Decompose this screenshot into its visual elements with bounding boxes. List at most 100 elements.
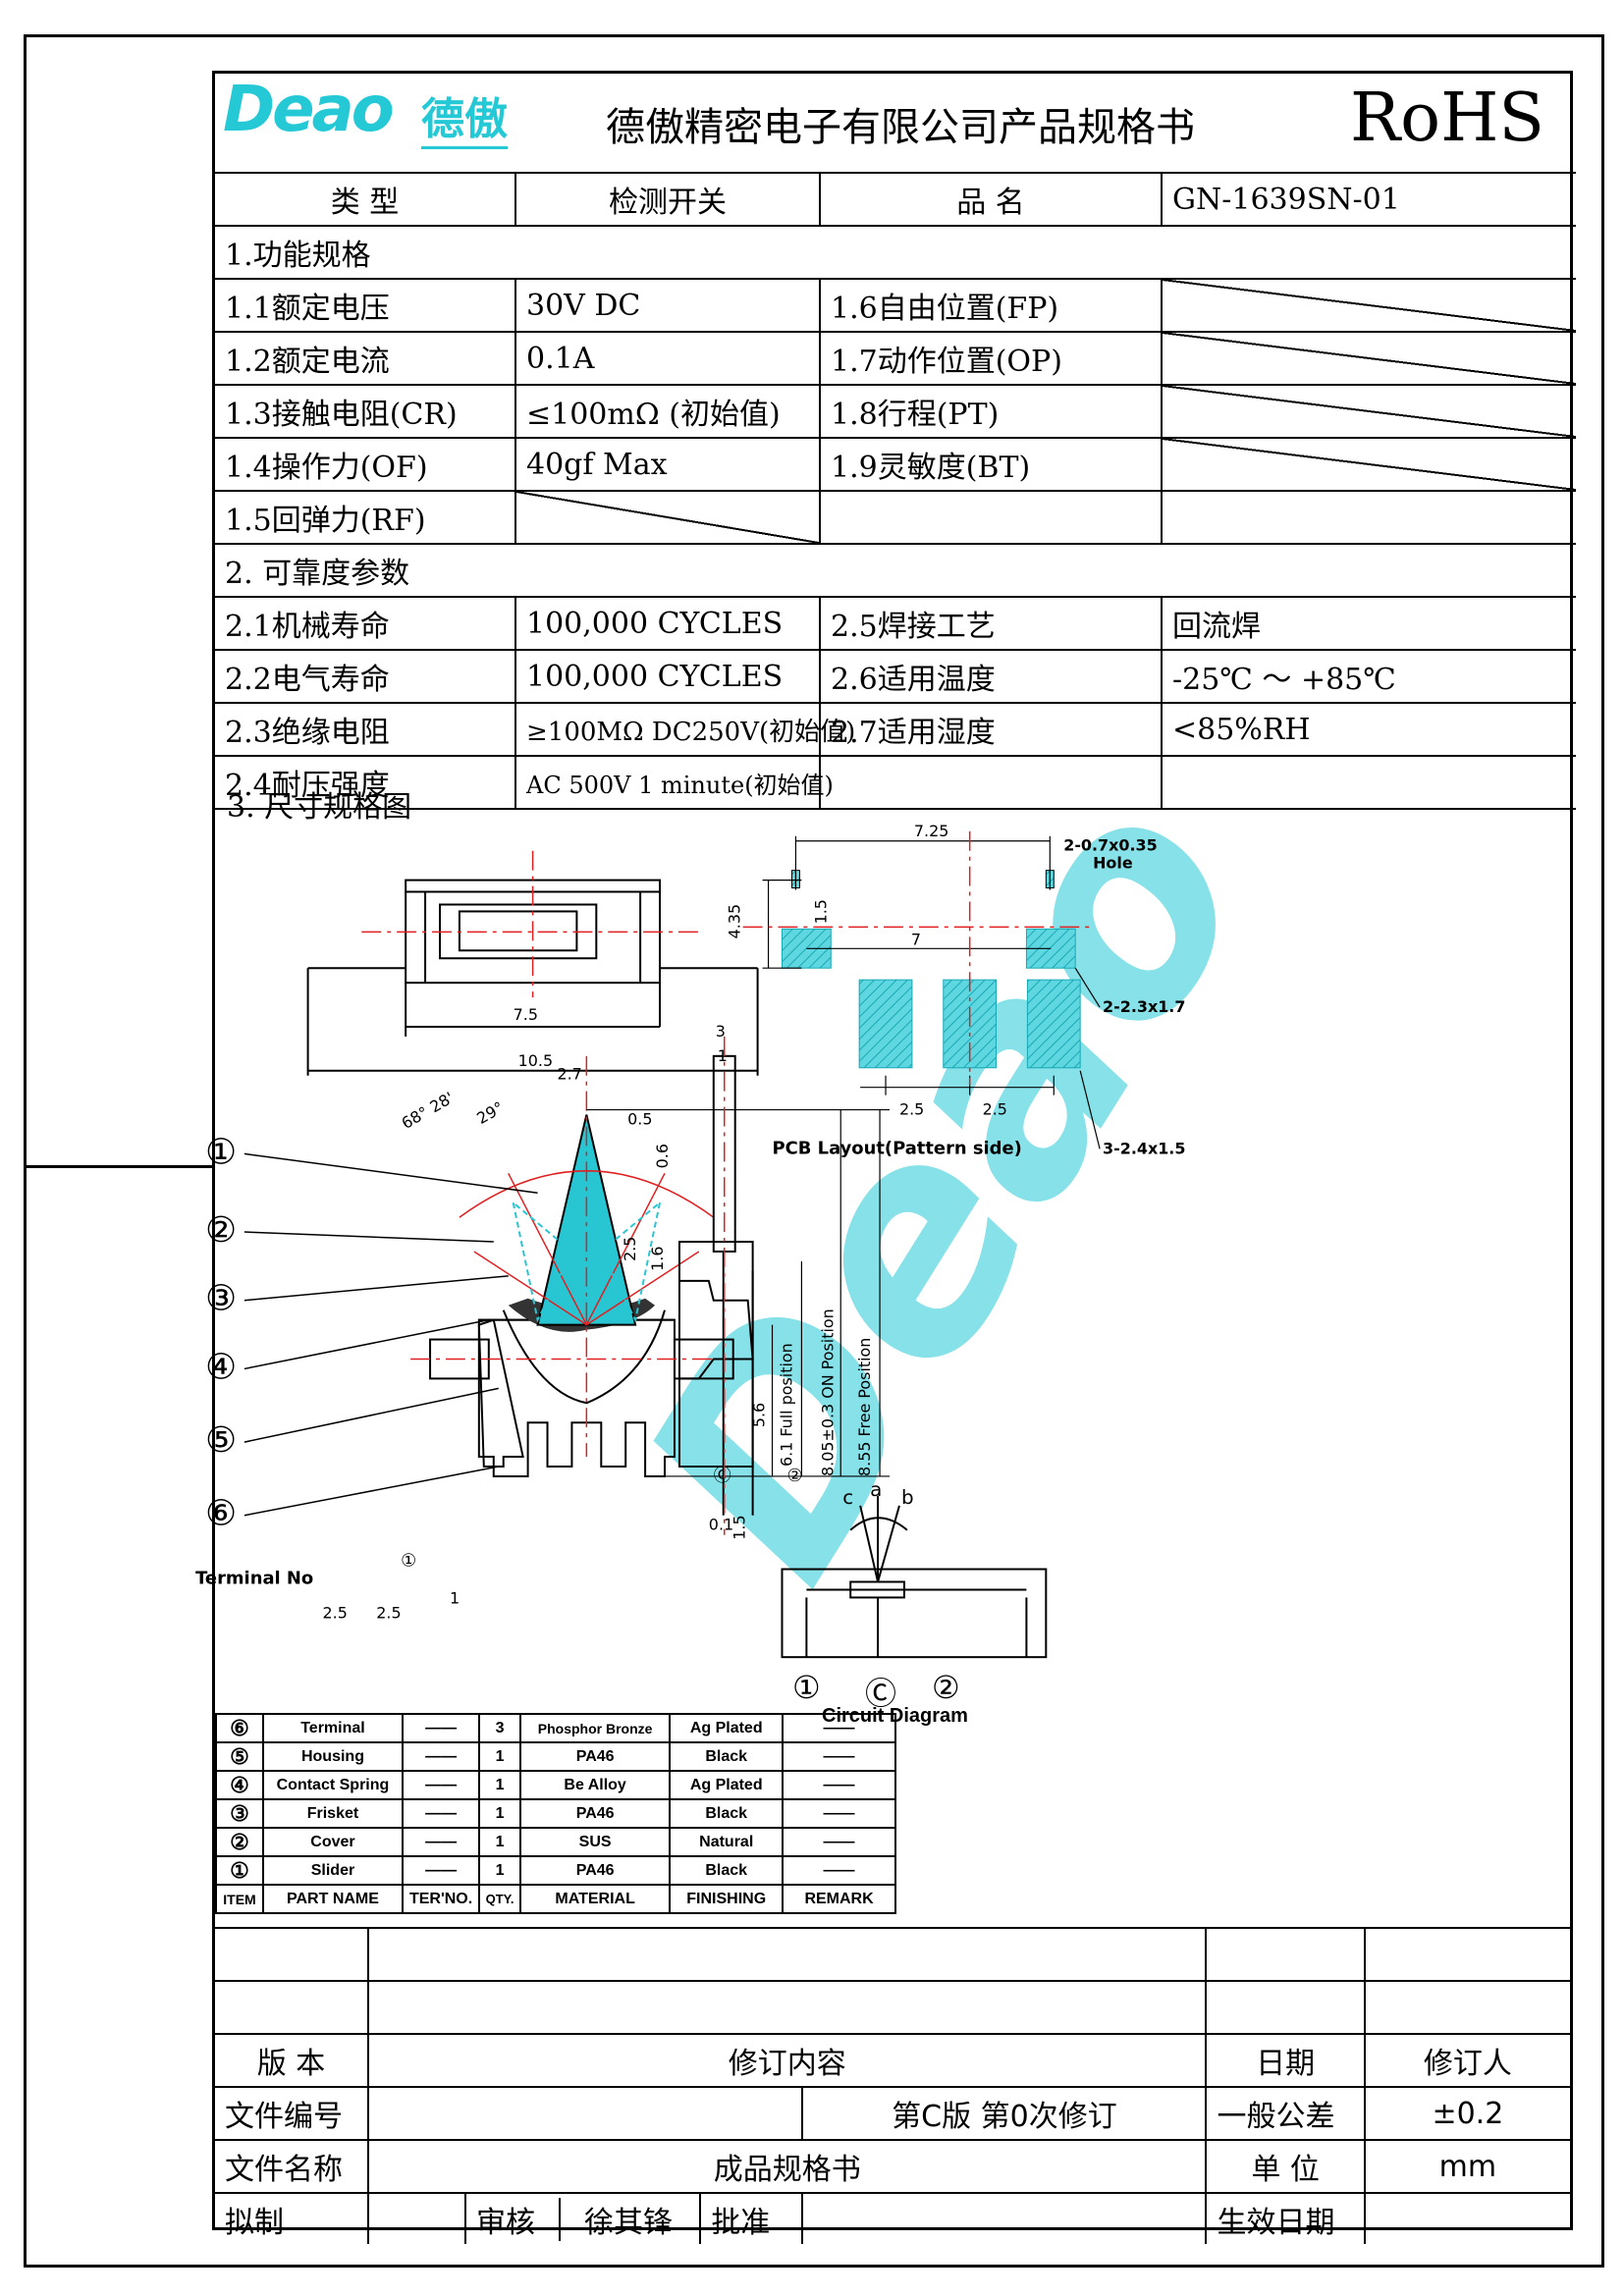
outer-frame: [24, 34, 1604, 2268]
watermark-logo: Deao: [579, 737, 1315, 1631]
circuit-b: b: [901, 1486, 914, 1509]
bom-part: Contact Spring: [262, 1770, 404, 1800]
bom-qty: 3: [478, 1713, 521, 1743]
front-view: [429, 1309, 734, 1477]
spec-value-empty: [1161, 331, 1576, 386]
spec-table: 类 型 检测开关 品 名 GN-1639SN-01 1.功能规格 1.1额定电压…: [215, 172, 1576, 810]
free-position-outline: [512, 1200, 662, 1323]
dim-1-5: 1.5: [731, 1515, 749, 1539]
top-view: [306, 879, 759, 1076]
bom-remark: ——: [782, 1770, 896, 1800]
rel-label: 2.1机械寿命: [215, 596, 516, 651]
spec-value: 40gf Max: [514, 437, 821, 492]
bom-ter: ——: [401, 1827, 481, 1857]
pcb-hole-word: Hole: [1093, 854, 1133, 873]
rohs-mark: RoHS: [1349, 80, 1544, 157]
angle-29: 29°: [473, 1097, 507, 1128]
dim-2-7: 2.7: [557, 1065, 581, 1084]
bom-remark: ——: [782, 1827, 896, 1857]
spec-empty: [1161, 490, 1576, 545]
dim-on-position: 8.05±0.3 ON Position: [818, 1308, 837, 1476]
dim-full-position: 6.1 Full position: [777, 1343, 795, 1467]
revision-content-label: 修订内容: [367, 2033, 1208, 2088]
dim-10-5: 10.5: [518, 1051, 553, 1070]
bom-part: Frisket: [262, 1798, 404, 1829]
terminal-no-label: Terminal No: [195, 1568, 313, 1588]
circuit-a: a: [870, 1478, 882, 1501]
bom-header: QTY.: [478, 1884, 521, 1914]
rel-label: 2.7适用湿度: [819, 702, 1163, 757]
bom-part: Housing: [262, 1741, 404, 1772]
spec-label: 1.1额定电压: [215, 278, 516, 333]
bom-header: ITEM: [215, 1884, 264, 1914]
bom-finishing: Ag Plated: [669, 1713, 785, 1743]
dim-5-6: 5.6: [750, 1403, 769, 1427]
rel-value: AC 500V 1 minute(初始值): [514, 755, 834, 810]
bom-item: ④: [215, 1770, 264, 1800]
name-value: GN-1639SN-01: [1161, 172, 1576, 227]
side-dim-0-1: 0.1: [709, 1516, 733, 1534]
dim-7-5: 7.5: [514, 1005, 538, 1024]
tolerance-value: ±0.2: [1363, 2086, 1570, 2141]
circuit-terminal-1: ①: [792, 1669, 821, 1706]
callout-4: ④: [205, 1347, 237, 1387]
bom-qty: 1: [478, 1741, 521, 1772]
drafter-label: 拟制: [215, 2192, 370, 2244]
callout-numbers: ① ② ③ ④ ⑤ ⑥: [205, 1132, 237, 1533]
callout-3: ③: [205, 1279, 237, 1319]
reviser-label: 修订人: [1363, 2033, 1570, 2088]
doc-no-label: 文件编号: [215, 2086, 370, 2141]
unit-value: mm: [1363, 2139, 1570, 2194]
callout-6: ⑥: [205, 1494, 237, 1534]
spec-value-empty: [1161, 278, 1576, 333]
height-dim-lines: [586, 1108, 891, 1477]
pcb-pad: [1026, 979, 1081, 1069]
bom-ter: ——: [401, 1713, 481, 1743]
rel-label: 2.2电气寿命: [215, 649, 516, 704]
doc-name-label: 文件名称: [215, 2139, 370, 2194]
bom-ter: ——: [401, 1855, 481, 1886]
rel-value: 100,000 CYCLES: [514, 596, 821, 651]
bom-finishing: Black: [669, 1855, 785, 1886]
bom-qty: 1: [478, 1798, 521, 1829]
bom-item: ②: [215, 1827, 264, 1857]
bom-ter: ——: [401, 1798, 481, 1829]
mark-2: ②: [786, 1466, 802, 1486]
bom-part: Terminal: [262, 1713, 404, 1743]
circuit-terminal-2: ②: [932, 1669, 960, 1706]
bom-finishing: Black: [669, 1798, 785, 1829]
bom-qty: 1: [478, 1827, 521, 1857]
callout-leaders: [244, 1152, 538, 1517]
spec-label: 1.9灵敏度(BT): [819, 437, 1163, 492]
side-dim-0-6: 0.6: [653, 1144, 672, 1168]
pcb-pad-size-1: 2-2.3x1.7: [1103, 997, 1185, 1016]
reviewer-label: 审核: [466, 2197, 561, 2241]
bom-part: Cover: [262, 1827, 404, 1857]
reviewer-name: 徐其锋: [583, 2205, 673, 2240]
bom-finishing: Natural: [669, 1827, 785, 1857]
spec-value-empty: [514, 490, 821, 545]
rel-label: 2.4耐压强度: [215, 755, 516, 810]
callout-1: ①: [205, 1132, 237, 1172]
side-dim-0-5: 0.5: [627, 1110, 652, 1129]
pcb-hole-size: 2-0.7x0.35: [1063, 836, 1157, 855]
pcb-layout: 7.25 2-0.7x0.35 Hole 7 4.35 1.5 2-2.3x1.…: [726, 822, 1186, 1159]
callout-5: ⑤: [205, 1420, 237, 1461]
spec-label: 1.7动作位置(OP): [819, 331, 1163, 386]
pcb-dim-2-5: 2.5: [983, 1100, 1007, 1119]
dimension-drawing: Deao 7.5 10.5: [195, 737, 1315, 1659]
bom-material: Be Alloy: [518, 1770, 672, 1800]
bom-item: ①: [215, 1855, 264, 1886]
dim-2-5: 2.5: [323, 1603, 348, 1622]
spec-label: 1.5回弹力(RF): [215, 490, 516, 545]
bom-item: ⑥: [215, 1713, 264, 1743]
bom-material: PA46: [518, 1741, 672, 1772]
rel-label: 2.5焊接工艺: [819, 596, 1163, 651]
bom-remark: ——: [782, 1713, 896, 1743]
